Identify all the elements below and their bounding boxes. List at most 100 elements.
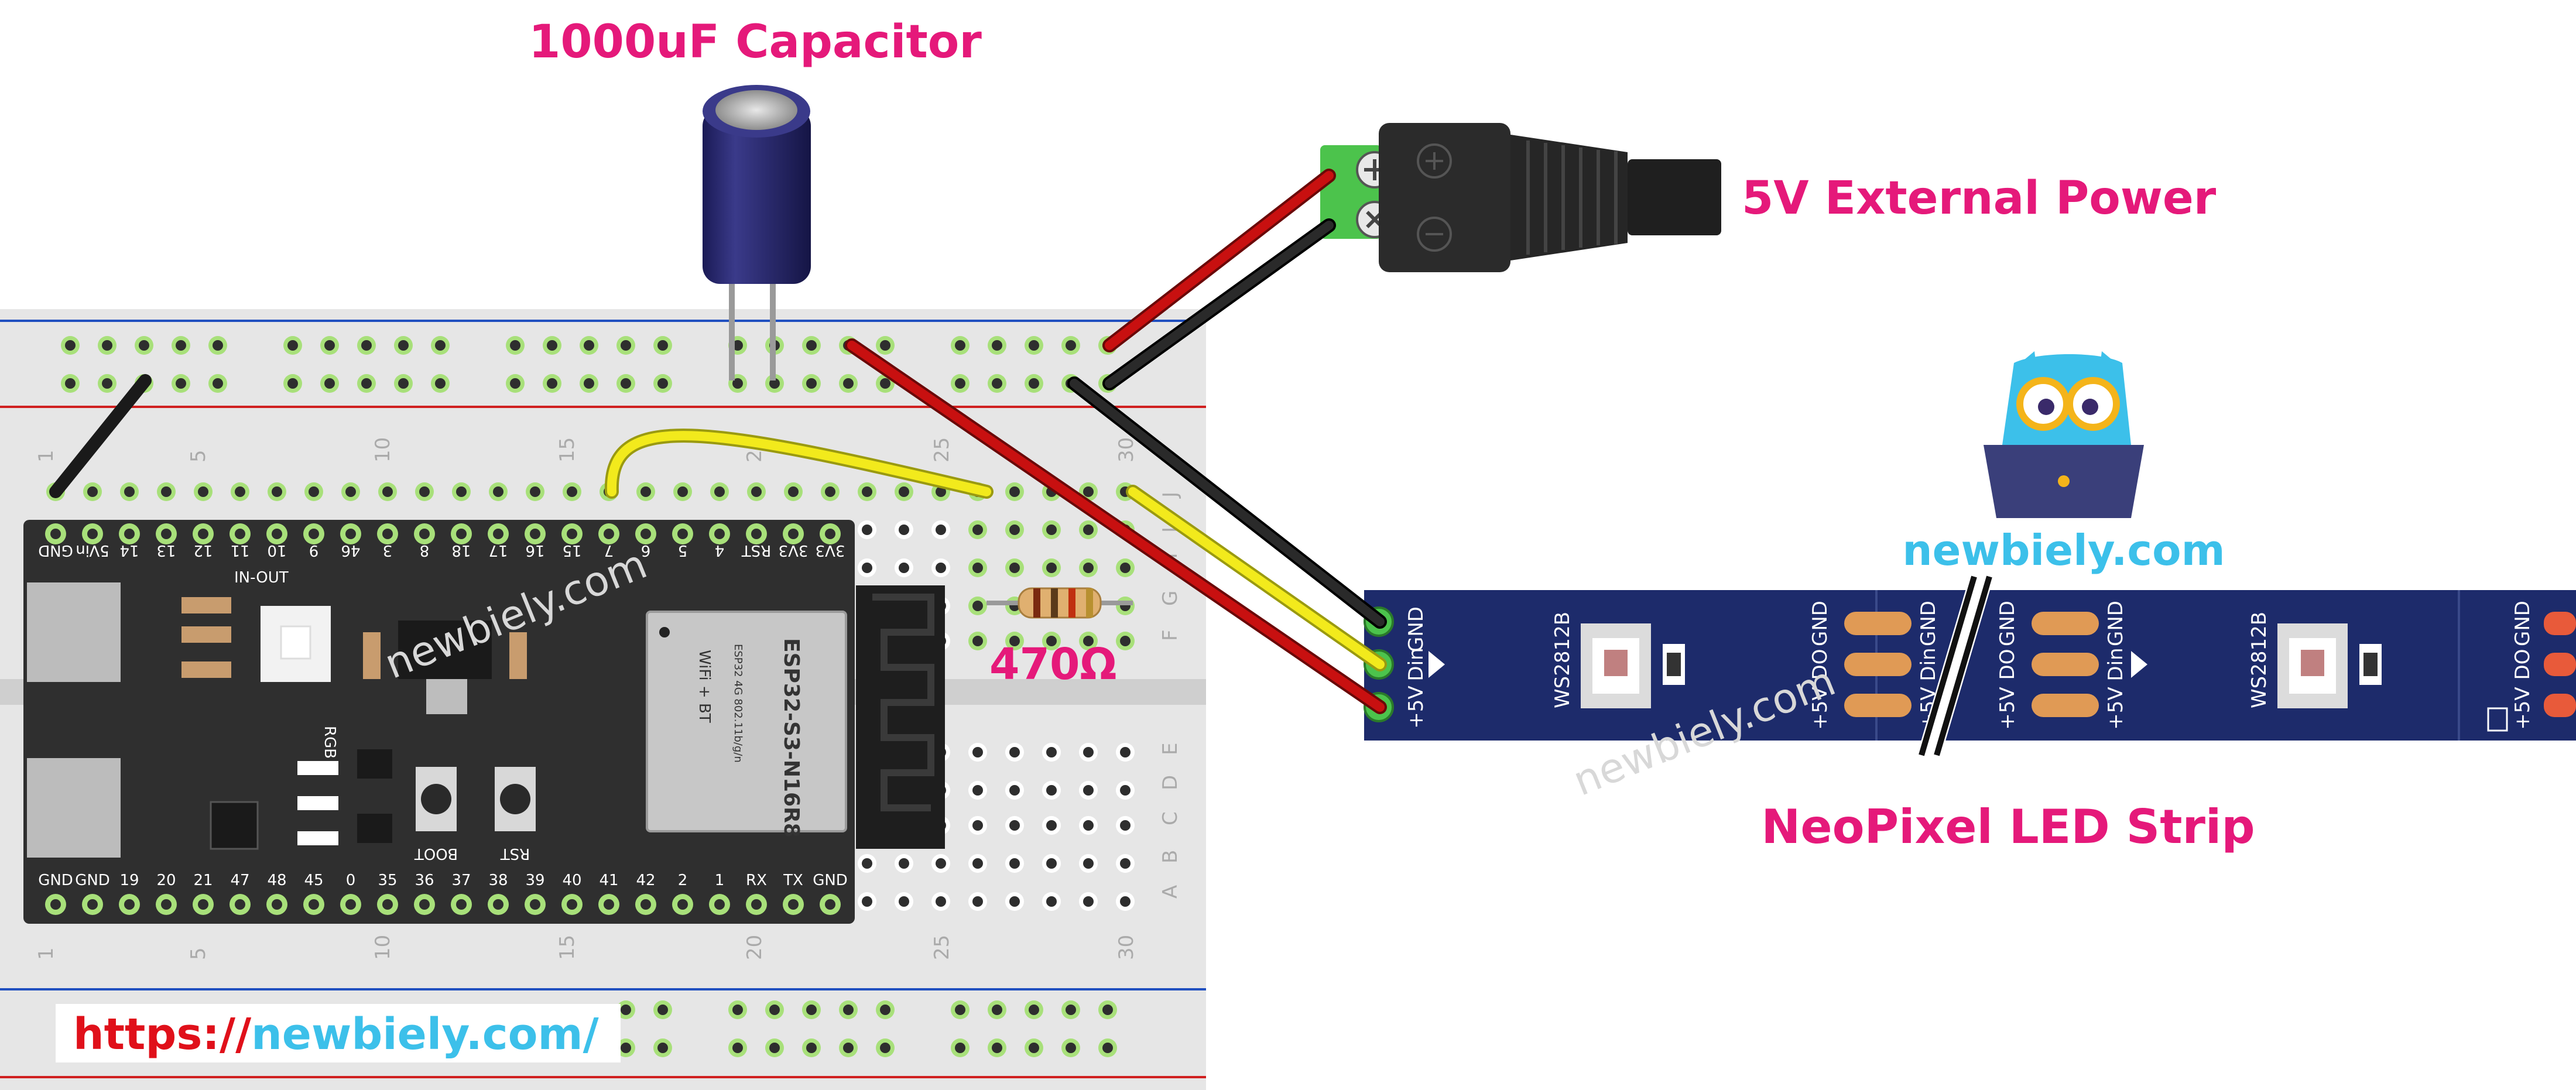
esp32-pin-label: 8 — [420, 541, 430, 559]
breadboard-hole-core — [732, 340, 743, 351]
cut-pads — [1844, 612, 2099, 717]
breadboard-hole-core — [213, 340, 223, 351]
esp32-pin-label: 38 — [488, 872, 508, 889]
esp32-pin-label: 46 — [341, 541, 360, 559]
esp32-pin-core — [345, 529, 356, 539]
breadboard-hole-core — [1046, 896, 1057, 907]
esp32-pin-label: 19 — [119, 872, 139, 889]
esp32-pin-label: RX — [746, 872, 767, 889]
breadboard-hole-core — [899, 525, 909, 535]
esp32-pin-label: 1 — [715, 872, 725, 889]
smd-cap — [363, 632, 381, 679]
usb-port-bottom — [27, 758, 121, 858]
wire-red-power — [1105, 171, 1334, 350]
esp32-pin-label: RST — [742, 541, 772, 559]
breadboard-hole-core — [657, 378, 668, 389]
breadboard-hole-core — [1009, 525, 1020, 535]
breadboard-hole-core — [992, 340, 1002, 351]
strip-out-do: DO — [1808, 649, 1832, 680]
esp32-pin-core — [567, 529, 577, 539]
esp32-pin-core — [788, 529, 799, 539]
row-letter: A — [1159, 885, 1182, 899]
breadboard-hole-core — [732, 1043, 743, 1053]
col-number: 20 — [743, 935, 766, 960]
esp32-pin-core — [493, 529, 503, 539]
esp32-pin-core — [345, 899, 356, 910]
breadboard-hole-core — [806, 1005, 817, 1015]
ic-chip — [210, 801, 259, 850]
breadboard-hole-core — [1083, 896, 1094, 907]
esp32-pin-label: 20 — [156, 872, 176, 889]
esp32-pin-core — [640, 899, 651, 910]
breadboard-hole-core — [972, 636, 983, 646]
breadboard-hole-core — [87, 486, 98, 497]
chip-label: WS2812B — [2248, 612, 2271, 708]
breadboard-hole-core — [456, 486, 467, 497]
breadboard-hole-core — [806, 1043, 817, 1053]
breadboard-hole-core — [936, 563, 946, 573]
esp32-pin-core — [751, 899, 762, 910]
breadboard-hole-core — [955, 340, 965, 351]
esp32-pin-label: 6 — [641, 541, 651, 559]
breadboard-hole-core — [419, 486, 430, 497]
breadboard-hole-core — [161, 486, 172, 497]
esp32-pin-core — [419, 529, 430, 539]
breadboard-hole-core — [398, 378, 409, 389]
col-number: 10 — [371, 437, 395, 462]
breadboard-hole-core — [714, 486, 725, 497]
breadboard-hole-core — [584, 340, 594, 351]
strip-out-gnd: GND — [1808, 601, 1832, 646]
esp32-pin-label: 37 — [451, 872, 471, 889]
breadboard-hole-core — [657, 1043, 668, 1053]
row-letter: C — [1159, 811, 1182, 825]
breadboard-hole-core — [936, 858, 946, 869]
esp32-pin-label: 13 — [156, 541, 176, 559]
wire-red-5v-strip — [847, 341, 1385, 712]
breadboard-hole-core — [1083, 747, 1094, 757]
boot-label: BOOT — [415, 845, 458, 862]
rst-label: RST — [501, 845, 530, 862]
col-number: 5 — [187, 450, 210, 462]
breadboard-hole-core — [621, 1005, 631, 1015]
strip-label: NeoPixel LED Strip — [1761, 800, 2255, 854]
breadboard-hole-core — [382, 486, 393, 497]
breadboard-hole-core — [992, 378, 1002, 389]
esp32-pin-label: GND — [38, 872, 73, 889]
esp32-pin-core — [272, 899, 282, 910]
col-number: 25 — [930, 935, 954, 960]
breadboard-hole-core — [345, 486, 356, 497]
breadboard-hole-core — [640, 486, 651, 497]
wifi-label: WiFi + BT — [696, 650, 713, 723]
strip-out-do: DO — [1996, 649, 2019, 680]
breadboard-hole-core — [493, 486, 503, 497]
esp32-pin-core — [87, 529, 98, 539]
resistor — [986, 587, 1133, 619]
esp32-pin-core — [382, 899, 393, 910]
breadboard-hole-core — [732, 1005, 743, 1015]
breadboard-hole-core — [1009, 486, 1020, 497]
col-number: 1 — [35, 947, 58, 960]
smd-transistor — [357, 814, 392, 843]
wires — [49, 169, 1387, 714]
esp32-pin-core — [198, 899, 208, 910]
breadboard-hole-core — [1102, 1005, 1113, 1015]
esp32-pin-core — [161, 899, 172, 910]
breadboard-hole-core — [124, 486, 135, 497]
breadboard-hole-core — [1120, 563, 1131, 573]
rail-holes — [61, 336, 1117, 1057]
rst-button[interactable] — [495, 767, 536, 831]
logo-text: newbiely.com — [1902, 526, 2225, 575]
breadboard-hole-core — [213, 378, 223, 389]
breadboard-hole-core — [769, 1005, 780, 1015]
esp32-pin-core — [530, 529, 540, 539]
breadboard-hole-core — [287, 378, 298, 389]
boot-button[interactable] — [416, 767, 457, 831]
usb-port-top — [27, 582, 121, 682]
smd-cap — [181, 626, 231, 643]
col-number: 5 — [187, 947, 210, 960]
smd-part — [297, 761, 338, 775]
url-banner: https://newbiely.com/ — [56, 1004, 621, 1062]
breadboard-hole-core — [1046, 747, 1057, 757]
esp32-pin-label: 42 — [636, 872, 655, 889]
breadboard-hole-core — [621, 1043, 631, 1053]
